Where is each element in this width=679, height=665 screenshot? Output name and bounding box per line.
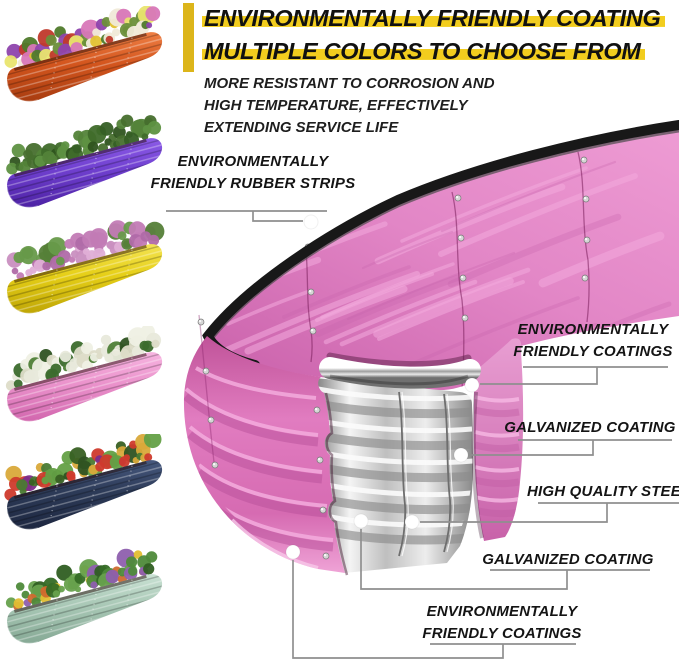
- color-variant-yellow: [2, 218, 172, 324]
- callout-high-quality-steel: HIGH QUALITY STEEL: [527, 483, 679, 500]
- bed-thumbnail-svg: [6, 114, 163, 209]
- title-line-2: MULTIPLE COLORS TO CHOOSE FROM: [202, 38, 645, 64]
- title-line-1: ENVIRONMENTALLY FRIENDLY COATING: [202, 5, 665, 31]
- color-variant-pink: [2, 326, 172, 432]
- cutaway-rim: [319, 352, 481, 389]
- bed-thumbnail-svg: [5, 326, 163, 423]
- color-variant-orange: [2, 6, 172, 112]
- page-title: ENVIRONMENTALLY FRIENDLY COATING MULTIPL…: [202, 2, 677, 68]
- bed-thumbnail-svg: [5, 548, 163, 645]
- callout-rubber-strips-line1: ENVIRONMENTALLY: [177, 153, 329, 170]
- callout-coatings-top-line1: ENVIRONMENTALLY: [517, 321, 669, 338]
- color-variant-column: [0, 0, 176, 665]
- color-variant-sage-green: [2, 548, 172, 654]
- subtitle-line-3: EXTENDING SERVICE LIFE: [204, 119, 399, 136]
- color-variant-navy-blue: [2, 434, 172, 540]
- bed-thumbnail-svg: [4, 6, 163, 103]
- color-variant-purple: [2, 112, 172, 218]
- bed-thumbnail-svg: [4, 434, 163, 531]
- callout-rubber-strips-line2: FRIENDLY RUBBER STRIPS: [150, 175, 356, 192]
- callout-coatings-top: ENVIRONMENTALLY FRIENDLY COATINGS: [508, 319, 678, 363]
- outer-wall: [183, 314, 349, 576]
- subtitle: MORE RESISTANT TO CORROSION AND HIGH TEM…: [204, 73, 504, 139]
- callout-galvanized-right: GALVANIZED COATING: [504, 419, 676, 436]
- callout-coatings-bottom-line2: FRIENDLY COATINGS: [422, 625, 582, 642]
- callout-rubber-strips: ENVIRONMENTALLY FRIENDLY RUBBER STRIPS: [148, 151, 358, 195]
- bed-thumbnail-svg: [6, 220, 165, 315]
- title-accent-bar: [183, 3, 194, 72]
- subtitle-line-2: HIGH TEMPERATURE, EFFECTIVELY: [204, 97, 468, 114]
- callout-coatings-bottom-line1: ENVIRONMENTALLY: [426, 603, 578, 620]
- inner-coating-layer: [471, 338, 524, 541]
- callout-coatings-top-line2: FRIENDLY COATINGS: [513, 343, 673, 360]
- callout-coatings-bottom: ENVIRONMENTALLY FRIENDLY COATINGS: [413, 601, 591, 645]
- subtitle-line-1: MORE RESISTANT TO CORROSION AND: [204, 75, 495, 92]
- callout-galvanized-bottom: GALVANIZED COATING: [482, 551, 654, 568]
